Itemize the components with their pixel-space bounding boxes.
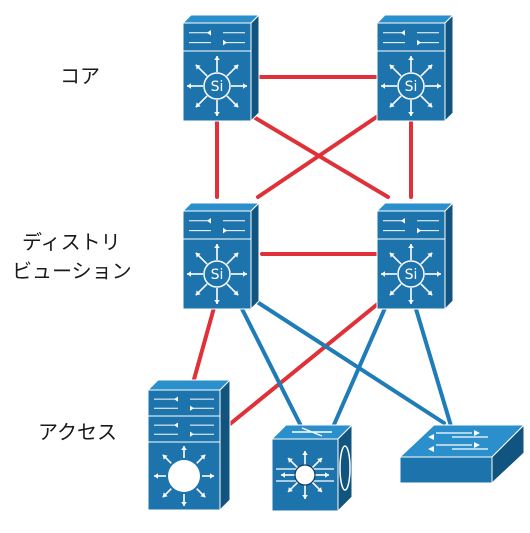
- link-dist-left-to-access-flat: [249, 296, 446, 425]
- dist-left-si-label: Si: [211, 267, 224, 283]
- core-left-si-label: Si: [211, 79, 224, 95]
- core-left-multilayer-switch-icon: Si: [181, 13, 261, 123]
- link-core-right-to-dist-left: [256, 114, 380, 199]
- dist-right-multilayer-switch-icon: Si: [375, 201, 455, 311]
- core-layer-label: コア: [60, 64, 100, 88]
- link-dist-left-to-access-cube: [234, 295, 304, 430]
- link-dist-right-to-access-cube: [331, 297, 391, 429]
- core-right-multilayer-switch-icon: Si: [375, 13, 455, 123]
- links-layer: [191, 75, 453, 430]
- access-layer-label: アクセス: [38, 420, 117, 444]
- distribution-layer-label-line2: ビューション: [12, 259, 132, 283]
- core-right-si-label: Si: [405, 79, 418, 95]
- dist-left-multilayer-switch-icon: Si: [181, 201, 261, 311]
- link-dist-right-to-access-flat: [411, 297, 453, 428]
- access-cube-cube-switch-icon: [270, 423, 354, 513]
- access-flat-workgroup-switch-icon: [398, 423, 526, 485]
- access-stack-stacked-switch-icon: [146, 378, 232, 512]
- distribution-layer-label-line1: ディストリ: [22, 230, 121, 254]
- link-dist-right-to-access-stack: [228, 296, 387, 426]
- dist-right-si-label: Si: [405, 267, 418, 283]
- link-dist-left-to-access-stack: [191, 295, 219, 385]
